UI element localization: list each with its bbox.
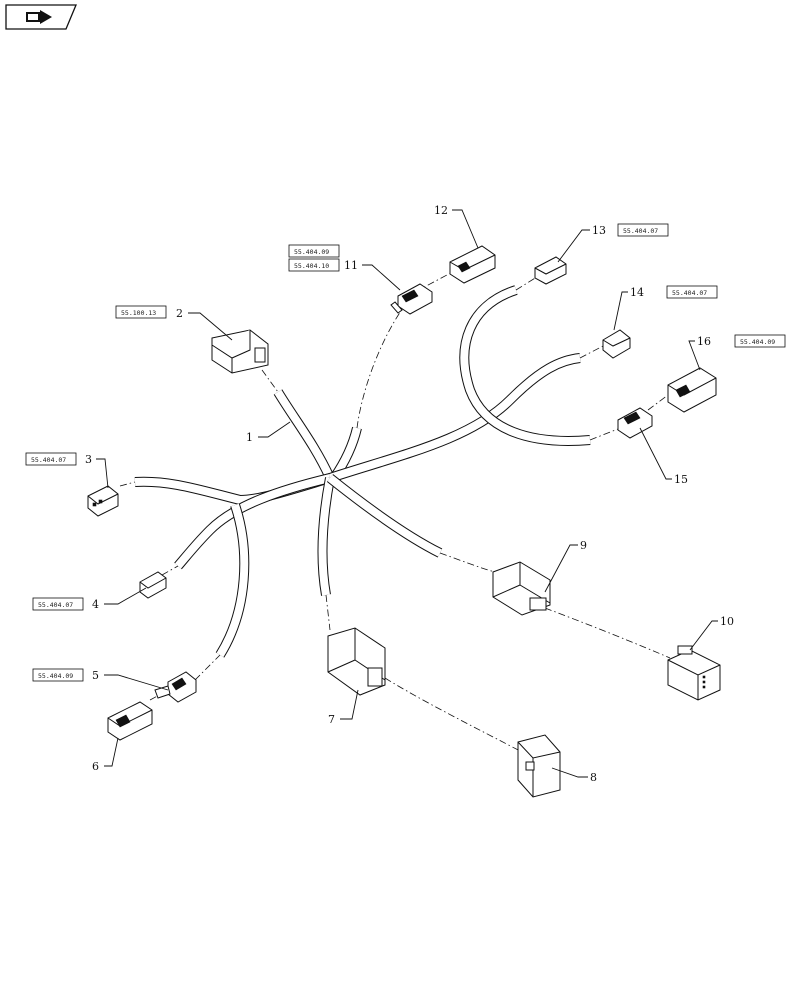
- connector-7[interactable]: [327, 627, 386, 696]
- callout-12: 12: [434, 204, 448, 217]
- connector-16[interactable]: [667, 367, 717, 413]
- callout-5: 5: [92, 669, 99, 682]
- callout-10: 10: [720, 615, 734, 628]
- connection-lines: [119, 267, 673, 753]
- callout-2: 2: [176, 307, 183, 320]
- connector-12[interactable]: [449, 245, 496, 284]
- ref-box-5: 55.404.09: [32, 668, 84, 682]
- ref-box-13: 55.404.07: [617, 223, 669, 237]
- connector-11[interactable]: [390, 283, 433, 315]
- callout-1: 1: [246, 431, 253, 444]
- callout-9: 9: [580, 539, 587, 552]
- ref-box-14: 55.404.07: [666, 285, 718, 299]
- reference-boxes: 55.100.13 55.404.07 55.404.07 55.404.09 …: [25, 223, 786, 682]
- connector-13[interactable]: [534, 256, 567, 285]
- connector-8[interactable]: [517, 734, 561, 798]
- callout-16: 16: [697, 335, 711, 348]
- svg-text:55.404.07: 55.404.07: [31, 456, 66, 464]
- callout-6: 6: [92, 760, 99, 773]
- connector-10[interactable]: [667, 645, 721, 701]
- ref-box-3: 55.404.07: [25, 452, 77, 466]
- connector-3[interactable]: [87, 485, 119, 517]
- callout-7: 7: [328, 713, 335, 726]
- connector-5[interactable]: [154, 671, 197, 703]
- ref-box-16: 55.404.09: [734, 334, 786, 348]
- callout-4: 4: [92, 598, 99, 611]
- svg-text:55.100.13: 55.100.13: [121, 309, 156, 317]
- ref-box-2: 55.100.13: [115, 305, 167, 319]
- ref-box-11a: 55.404.09: [288, 244, 340, 258]
- page-flip-icon[interactable]: [5, 4, 77, 30]
- callout-labels: 1 2 3 4 5 6 7 8 9 10 11 12 13 14 15 16: [85, 204, 734, 784]
- connector-15[interactable]: [617, 407, 653, 439]
- connector-14[interactable]: [602, 329, 631, 359]
- callout-11: 11: [344, 259, 358, 272]
- svg-text:55.404.07: 55.404.07: [38, 601, 73, 609]
- svg-text:55.404.09: 55.404.09: [294, 248, 329, 256]
- svg-text:55.404.07: 55.404.07: [623, 227, 658, 235]
- svg-text:55.404.10: 55.404.10: [294, 262, 329, 270]
- ref-box-11b: 55.404.10: [288, 258, 340, 272]
- callout-14: 14: [630, 286, 644, 299]
- connector-6[interactable]: [107, 701, 153, 741]
- callout-15: 15: [674, 473, 688, 486]
- callout-8: 8: [590, 771, 597, 784]
- connector-9[interactable]: [492, 561, 551, 616]
- connector-4[interactable]: [139, 571, 167, 599]
- ref-box-4: 55.404.07: [32, 597, 84, 611]
- svg-text:55.404.09: 55.404.09: [38, 672, 73, 680]
- svg-text:55.404.09: 55.404.09: [740, 338, 775, 346]
- svg-text:55.404.07: 55.404.07: [672, 289, 707, 297]
- callout-3: 3: [85, 453, 92, 466]
- connector-2[interactable]: [211, 329, 269, 374]
- harness-tubes: [134, 285, 591, 658]
- leader-lines: [96, 209, 718, 778]
- callout-13: 13: [592, 224, 606, 237]
